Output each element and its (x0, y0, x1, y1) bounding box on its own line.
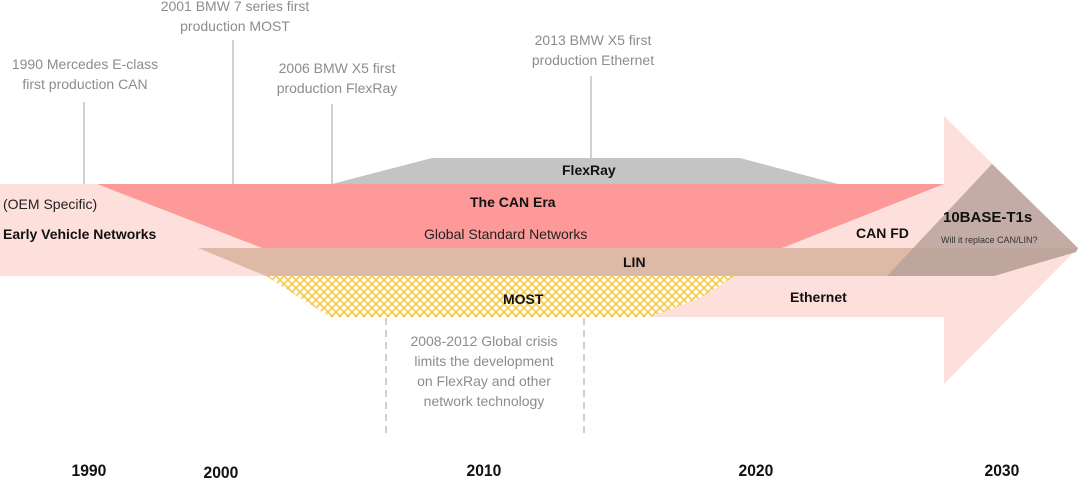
annotation-ethernet-2013: 2013 BMW X5 first production Ethernet (531, 32, 655, 68)
t1s-region (887, 164, 1078, 276)
year-label-2030: 2030 (984, 461, 1020, 480)
can-era-title: The CAN Era (470, 194, 556, 210)
flexray-band (332, 158, 838, 184)
can-fd-label: CAN FD (856, 225, 909, 241)
most-band (266, 276, 735, 317)
annotation-flexray-2006: 2006 BMW X5 first production FlexRay (276, 60, 398, 96)
annotation-crisis: 2008-2012 Global crisis limits the devel… (410, 333, 558, 409)
annotation-can-1990: 1990 Mercedes E-class first production C… (11, 56, 159, 92)
can-era-band (97, 184, 944, 248)
t1s-title: 10BASE-T1s (943, 209, 1033, 226)
annotation-most-2001: 2001 BMW 7 series first production MOST (160, 0, 310, 34)
early-networks-title: Early Vehicle Networks (3, 226, 157, 242)
most-label: MOST (503, 291, 544, 307)
year-label-2010: 2010 (466, 461, 502, 480)
year-label-2020: 2020 (738, 461, 774, 480)
ethernet-label: Ethernet (790, 289, 847, 305)
lin-band (198, 248, 1078, 276)
flexray-label: FlexRay (562, 162, 616, 178)
lin-label: LIN (623, 254, 646, 270)
year-label-2000: 2000 (203, 463, 239, 482)
can-era-subtitle: Global Standard Networks (424, 226, 588, 242)
t1s-subtitle: Will it replace CAN/LIN? (941, 235, 1038, 245)
early-networks-subtitle: (OEM Specific) (3, 196, 98, 212)
year-label-1990: 1990 (71, 461, 107, 480)
